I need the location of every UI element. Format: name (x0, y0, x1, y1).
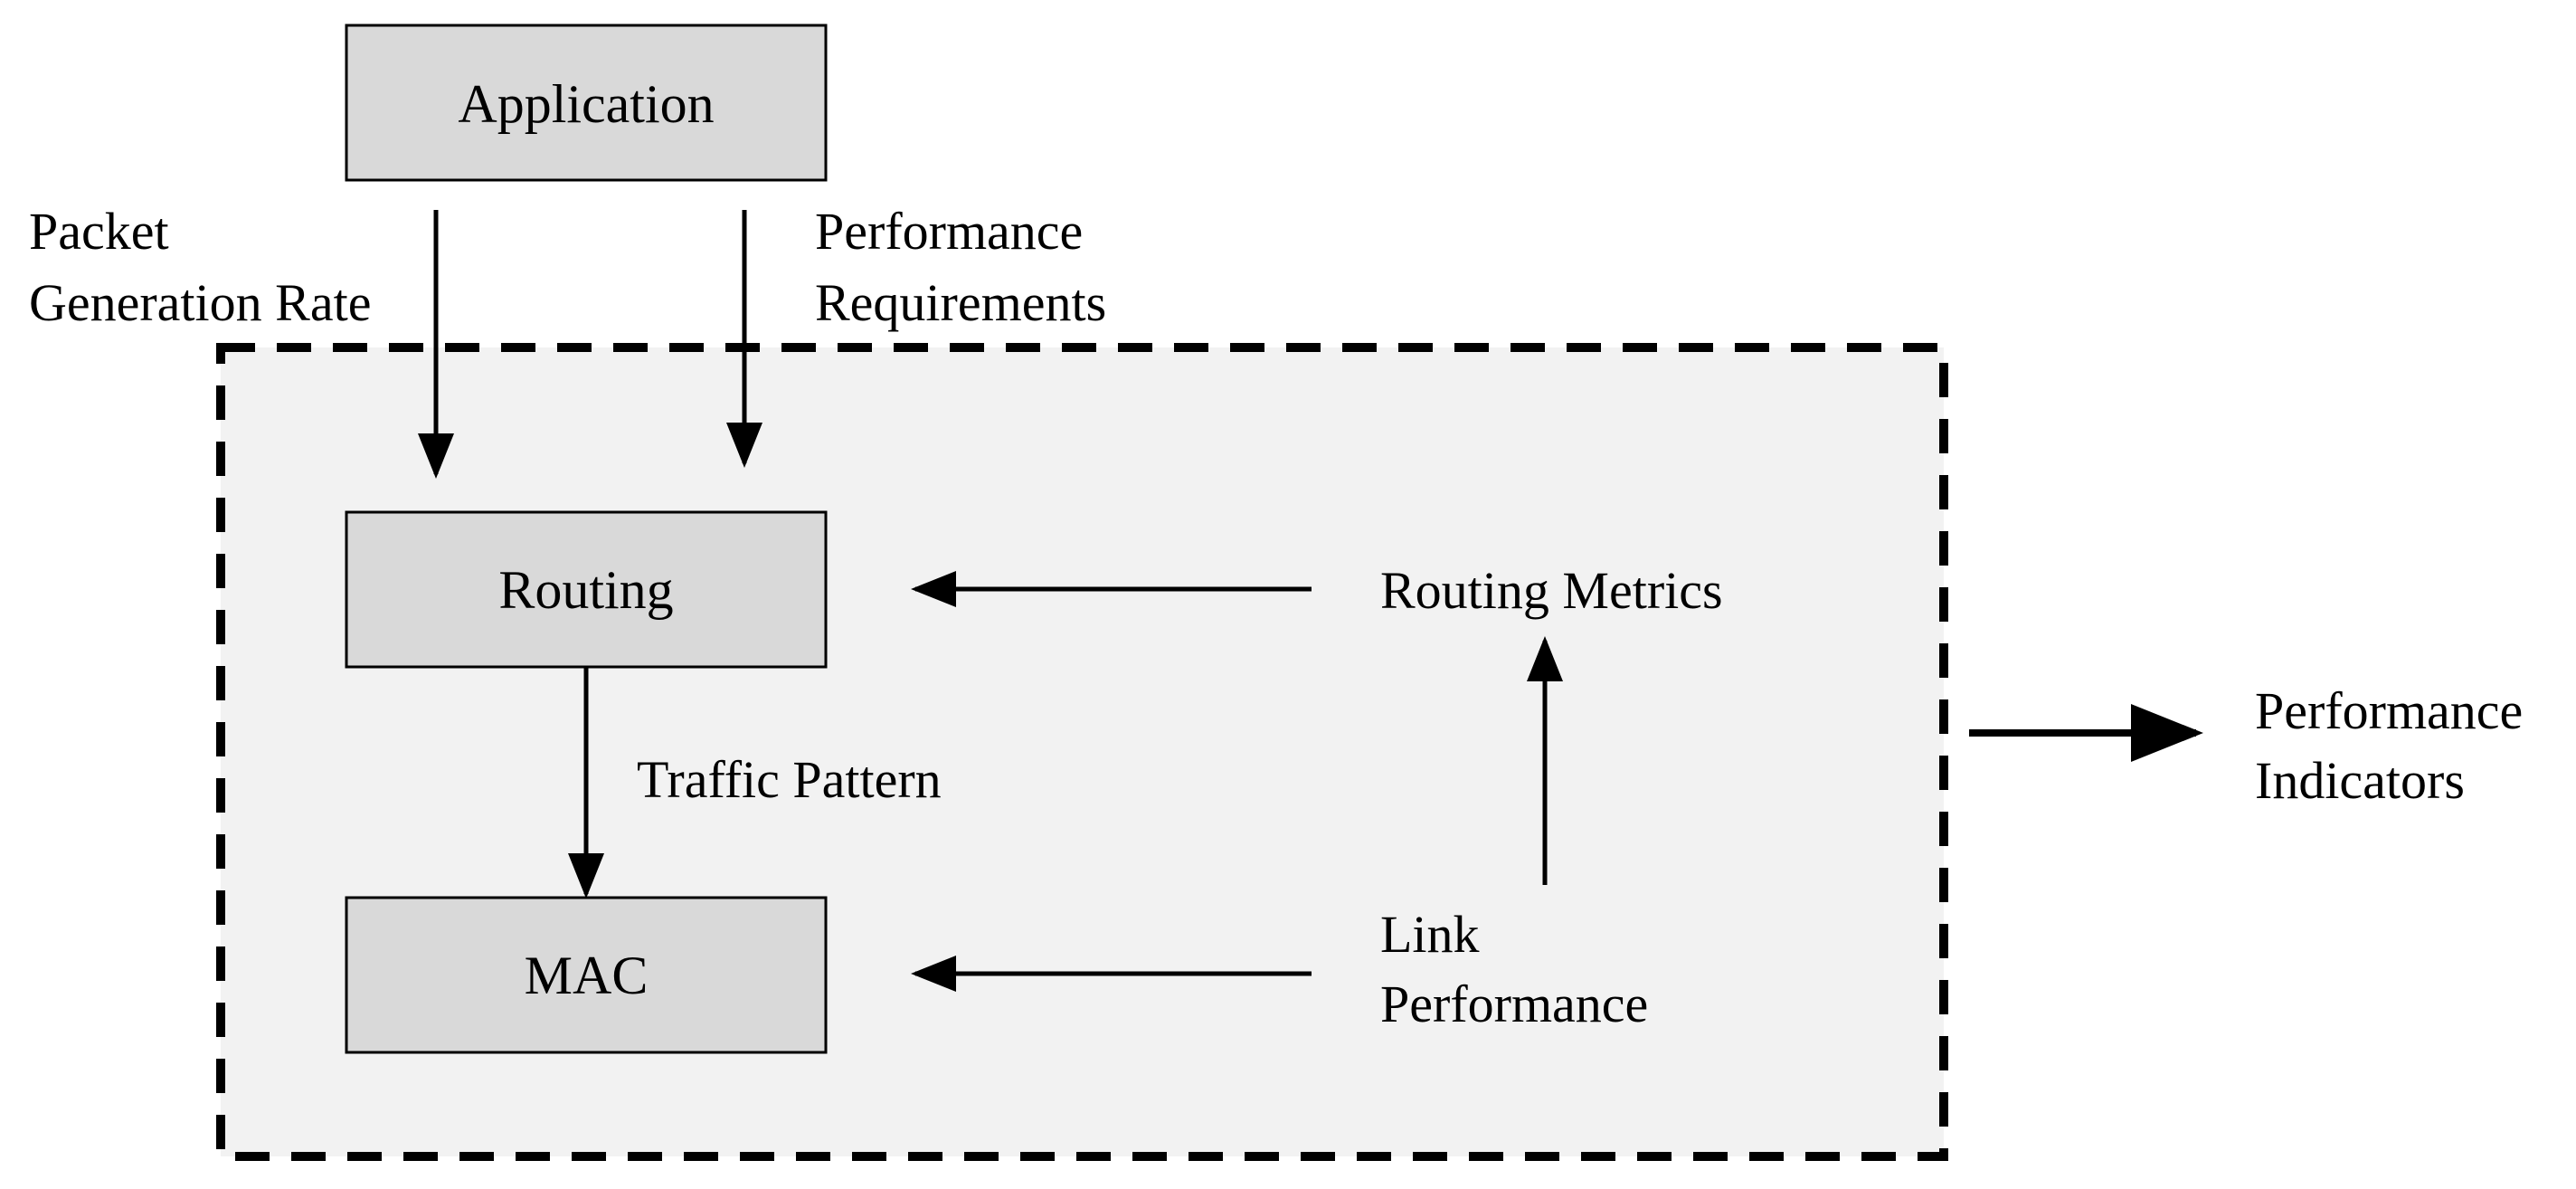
routing-label: Routing (498, 560, 673, 620)
packet-generation-rate-line-1: Packet (29, 202, 169, 261)
link-performance-line-1: Link (1380, 905, 1480, 964)
performance-requirements-line-2: Requirements (815, 273, 1106, 332)
routing-metrics-label: Routing Metrics (1380, 561, 1723, 620)
mac-box: MAC (345, 896, 828, 1054)
link-performance-label: Link Performance (1380, 905, 1648, 1033)
routing-box: Routing (345, 510, 828, 669)
mac-label: MAC (525, 946, 649, 1005)
performance-requirements-line-1: Performance (815, 202, 1083, 261)
traffic-pattern-label: Traffic Pattern (637, 750, 942, 809)
packet-generation-rate-label: Packet Generation Rate (29, 202, 371, 332)
performance-indicators-line-1: Performance (2255, 681, 2523, 740)
link-performance-line-2: Performance (1380, 975, 1648, 1033)
performance-indicators-label: Performance Indicators (2255, 681, 2536, 810)
performance-requirements-label: Performance Requirements (815, 202, 1106, 332)
packet-generation-rate-line-2: Generation Rate (29, 273, 371, 332)
application-box: Application (345, 24, 828, 182)
application-label: Application (458, 74, 714, 134)
performance-indicators-line-2: Indicators (2255, 751, 2465, 810)
